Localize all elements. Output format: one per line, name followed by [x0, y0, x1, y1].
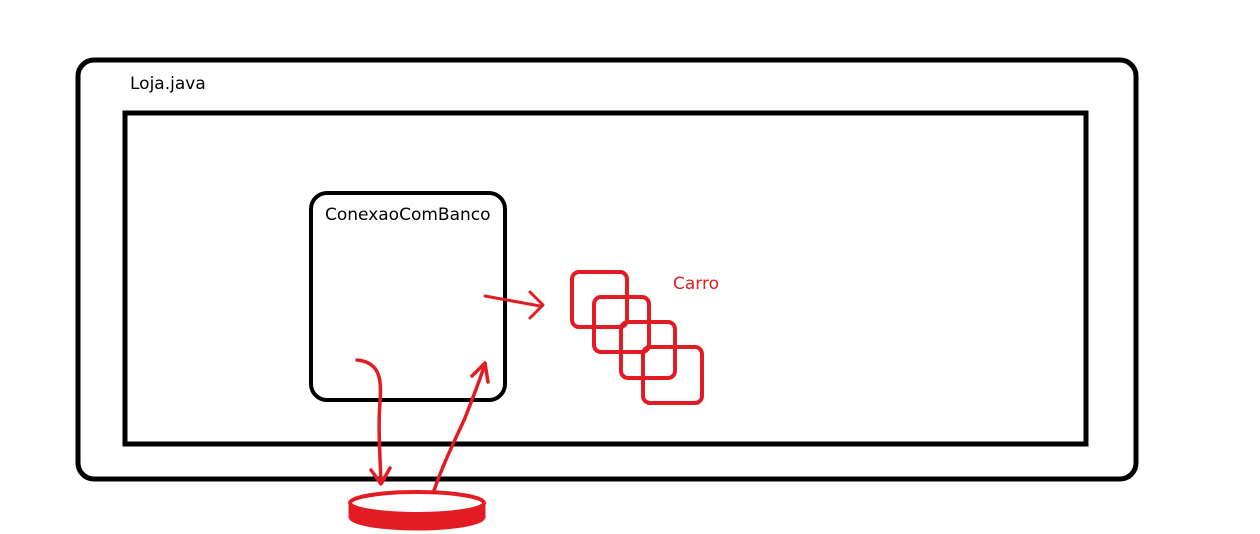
car-instances-label: Carro: [673, 274, 719, 294]
outer-frame-label: Loja.java: [130, 74, 206, 94]
connection-module-label: ConexaoComBanco: [325, 205, 491, 225]
database-to-module-arrow: [429, 361, 490, 502]
outer-frame: [75, 57, 1139, 482]
database-icon: [348, 490, 486, 531]
inner-frame: [122, 110, 1089, 447]
module-to-cars-arrow: [483, 290, 545, 320]
car-instances-icon: [570, 270, 704, 405]
module-to-database-arrow: [355, 358, 392, 486]
connection-module-box: [309, 191, 507, 402]
